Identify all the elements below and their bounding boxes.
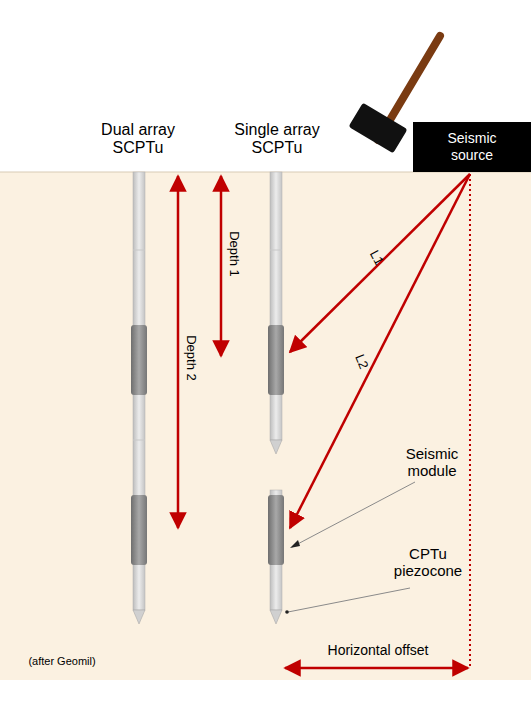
diagram-label: (after Geomil) [7,655,117,668]
diagram-label: Single array SCPTu [227,121,327,158]
diagram-label: Seismic module [387,445,477,480]
offset-reference-line [469,174,471,668]
l1-ray [290,174,470,352]
horizontal-offset-arrow [285,667,468,670]
leader-line [292,482,415,547]
single-array-rod [268,172,284,624]
diagram-label: CPTu piezocone [383,545,473,580]
diagram-label: Depth 2 [184,318,199,398]
dual-array-rod [131,172,147,624]
diagram-label: Depth 1 [227,214,242,294]
node-text: Seismic source [437,130,507,164]
diagram-label: Horizontal offset [303,642,453,658]
diagram-label: Dual array SCPTu [88,121,188,158]
depth-2-arrow [177,176,180,528]
leader-arrowhead [290,540,300,548]
leader-line [288,588,410,612]
source-box: Seismic source [413,122,531,172]
depth-1-arrow [220,176,223,356]
leader-dot [285,610,289,614]
ground [0,172,531,680]
